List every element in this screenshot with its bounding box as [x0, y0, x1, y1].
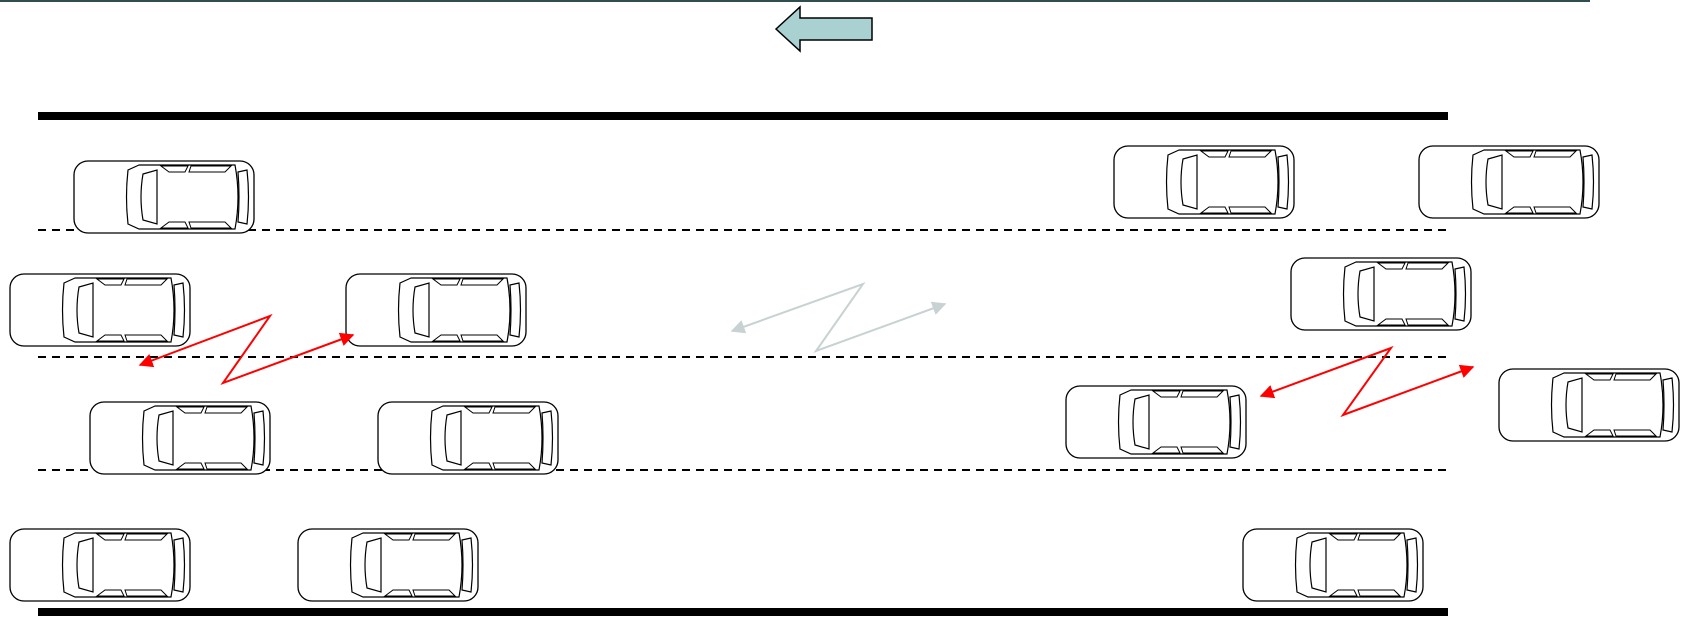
car — [10, 529, 190, 601]
car — [1066, 386, 1246, 458]
road-edge-bottom — [38, 608, 1448, 616]
car — [1114, 146, 1294, 218]
car — [90, 402, 270, 474]
car — [74, 161, 254, 233]
top-border-line — [0, 0, 1590, 2]
car — [1291, 258, 1471, 330]
road-edge-top — [38, 112, 1448, 120]
car — [346, 274, 526, 346]
direction-arrow-icon — [776, 7, 872, 51]
car — [1243, 529, 1423, 601]
car — [10, 274, 190, 346]
car — [1419, 146, 1599, 218]
car — [298, 529, 478, 601]
link-right-zigzag — [1261, 348, 1473, 415]
car — [1499, 369, 1679, 441]
car — [378, 402, 558, 474]
link-middle-zigzag — [732, 284, 945, 351]
